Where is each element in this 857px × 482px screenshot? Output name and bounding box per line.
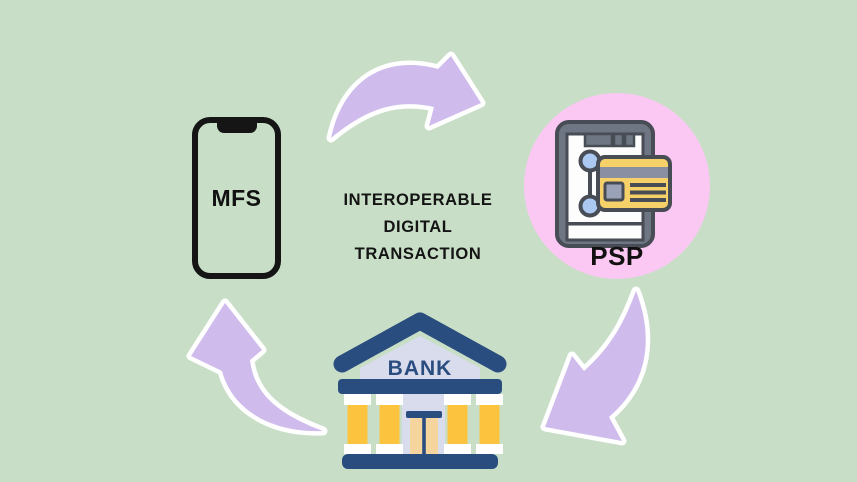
card-text-line xyxy=(630,183,666,187)
column-shaft xyxy=(379,405,400,444)
psp-label: PSP xyxy=(590,241,644,271)
bank-door-divider xyxy=(422,418,426,454)
column-capital xyxy=(376,394,403,405)
card-text-line xyxy=(630,190,666,195)
arrow-mfs-to-psp-icon xyxy=(326,51,486,143)
psp-circle: PSP xyxy=(524,93,710,279)
smartphone-icon: MFS xyxy=(192,117,281,279)
column-plinth xyxy=(476,444,503,454)
screen-header-segment xyxy=(623,132,636,148)
tablet-screen-divider xyxy=(567,222,643,226)
card-text-line xyxy=(630,198,666,202)
caption-line-3: TRANSACTION xyxy=(354,245,482,263)
caption: INTEROPERABLE DIGITAL TRANSACTION xyxy=(322,187,514,268)
bank-beam xyxy=(338,379,502,394)
caption-line-2: DIGITAL xyxy=(383,218,453,236)
screen-header-segment xyxy=(612,132,625,148)
caption-line-1: INTEROPERABLE xyxy=(343,191,493,209)
column-plinth xyxy=(376,444,403,454)
column-shaft xyxy=(347,405,368,444)
bank-roof xyxy=(333,312,507,373)
arrow-bank-to-mfs-icon xyxy=(186,298,328,436)
bank-building-icon: BANK xyxy=(333,312,507,469)
card-magnetic-stripe xyxy=(600,167,668,178)
card-chip xyxy=(603,181,625,202)
bank-label: BANK xyxy=(388,357,453,380)
column-capital xyxy=(444,394,471,405)
bank-pediment xyxy=(360,336,480,380)
phone-notch-icon xyxy=(216,122,257,133)
column-plinth xyxy=(344,444,371,454)
pos-terminal-with-card-icon xyxy=(555,120,672,248)
column-shaft xyxy=(447,405,468,444)
arrow-psp-to-bank-icon xyxy=(540,286,651,446)
screen-header-segment xyxy=(583,132,614,148)
column-capital xyxy=(344,394,371,405)
mfs-label: MFS xyxy=(211,185,262,211)
column-capital xyxy=(476,394,503,405)
column-shaft xyxy=(479,405,500,444)
bank-base xyxy=(342,454,498,469)
column-plinth xyxy=(444,444,471,454)
bank-door-lintel xyxy=(406,411,442,418)
